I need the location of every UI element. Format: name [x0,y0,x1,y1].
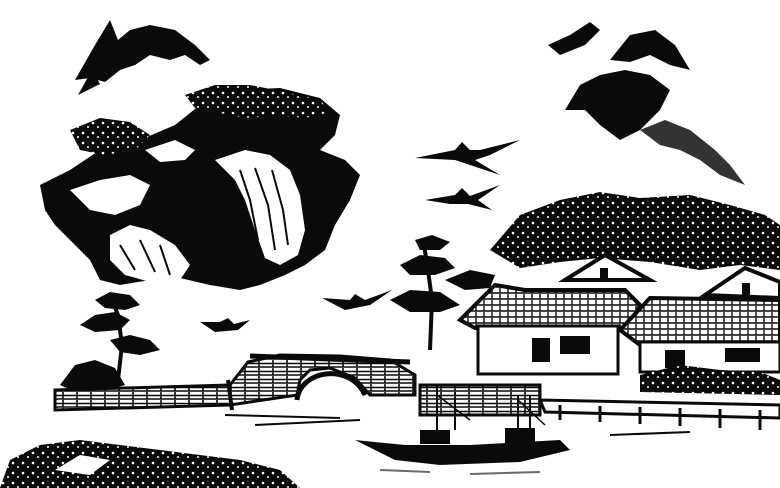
distant-mountains-left [75,20,210,95]
crane-icon [415,140,520,175]
cliff-with-pines [40,85,360,290]
wooden-pier [418,365,780,430]
crane-icon [322,290,392,310]
tree-near-bridge [390,235,495,351]
flying-cranes [200,140,520,332]
distant-mountains-right [548,22,745,185]
river-water [224,414,691,436]
sailing-boat [355,385,570,475]
arched-stone-bridge [53,353,417,412]
crane-icon [425,185,500,210]
riverside-houses [456,252,780,376]
village-trees [490,192,780,270]
crane-icon [200,318,250,332]
foreground-shrubs [0,440,300,488]
pine-tree-left [60,292,160,392]
